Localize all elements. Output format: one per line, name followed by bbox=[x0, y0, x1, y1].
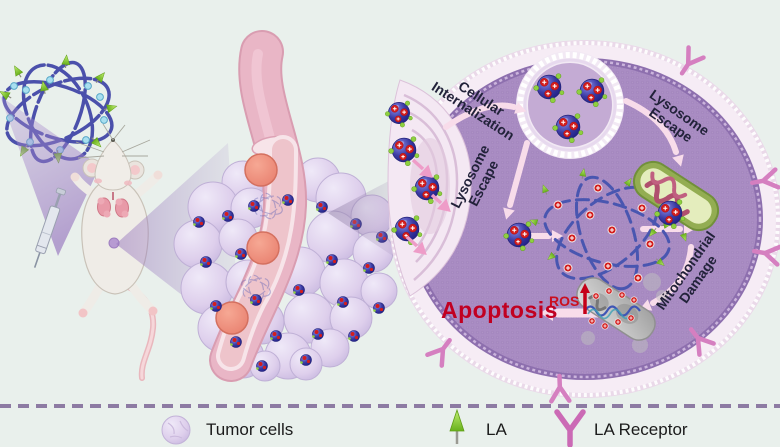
beam-tumor-to-cell bbox=[328, 174, 402, 262]
label-apoptosis: Apoptosis bbox=[441, 297, 558, 323]
ros-up-arrow bbox=[580, 283, 590, 314]
beam-network-to-injection bbox=[0, 96, 100, 256]
mouse-whiskers bbox=[75, 123, 151, 159]
red-blood-cells bbox=[215, 153, 280, 335]
blood-vessel bbox=[209, 30, 308, 382]
legend-label-la-receptor: LA Receptor bbox=[594, 420, 688, 439]
mouse-head bbox=[94, 139, 132, 191]
tumor-cell-icon bbox=[161, 415, 191, 445]
mitochondrion-healthy bbox=[632, 160, 720, 243]
mouse-illustration bbox=[70, 123, 163, 381]
internalizing-nanoparticles bbox=[384, 100, 451, 256]
syringe-icon bbox=[33, 187, 66, 268]
mitochondrion-damaged bbox=[576, 273, 668, 353]
legend-label-la: LA bbox=[486, 420, 507, 439]
mouse-lungs bbox=[97, 192, 129, 218]
la-receptor-icon bbox=[554, 409, 586, 447]
lysosome-vesicle bbox=[516, 51, 624, 159]
label-ros: ROS bbox=[549, 293, 580, 309]
legend-separator bbox=[0, 404, 780, 408]
legend-label-tumor-cells: Tumor cells bbox=[206, 420, 294, 439]
cancer-cell bbox=[384, 40, 780, 401]
la-icon bbox=[449, 408, 465, 444]
